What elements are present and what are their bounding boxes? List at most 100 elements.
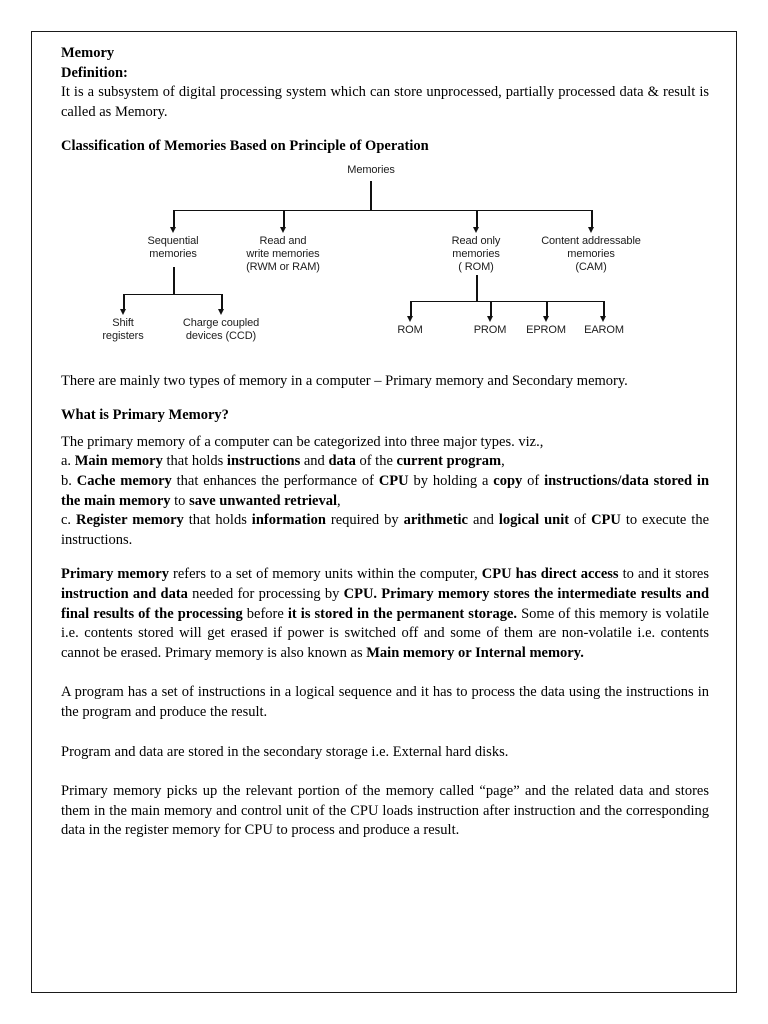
rom-bus [410, 300, 604, 303]
pm-run1: Primary memory [61, 566, 169, 583]
drop-eprom-leaf [546, 300, 548, 318]
leaf-earom: EAROM [584, 323, 624, 336]
list-a-run4: and [300, 453, 329, 470]
list-marker-c: c. [61, 512, 72, 529]
list-b-run5: copy [493, 472, 523, 489]
leaf-rom: ROM [397, 323, 423, 336]
pm-run6: needed for processing by [187, 585, 344, 602]
spacer [61, 426, 709, 433]
list-b-run6: of [522, 472, 545, 489]
list-b-run8: to [170, 492, 190, 509]
node-rwm-line2: write memories [246, 247, 320, 260]
drop-prom-leaf [490, 300, 492, 318]
spacer [61, 122, 709, 137]
spacer [61, 391, 709, 406]
list-c-run8: of [569, 512, 592, 529]
list-c-run6: and [468, 512, 499, 529]
node-sequential-line2: memories [149, 247, 197, 260]
rom-stem [476, 274, 478, 302]
arrow-sequential-icon [170, 226, 176, 233]
list-c-run9: CPU [591, 512, 621, 529]
primary-intro: The primary memory of a computer can be … [61, 433, 544, 450]
list-b-run10: , [337, 492, 341, 509]
pm-run7: CPU. Primary memory stores the intermedi… [61, 585, 710, 622]
sequential-stem [173, 266, 175, 295]
document-page: Memory Definition: It is a subsystem of … [31, 31, 737, 993]
list-a-run5: data [328, 453, 356, 470]
arrow-rom-icon [473, 226, 479, 233]
pm-run4: to and it stores [618, 566, 709, 583]
root-stem [370, 180, 372, 211]
sequential-bus [123, 293, 222, 296]
drop-cam [591, 209, 593, 229]
node-rwm-line1: Read and [259, 234, 307, 247]
list-b-run4: by holding a [408, 472, 494, 489]
drop-sequential [173, 209, 175, 229]
node-rom-line2: memories [452, 247, 500, 260]
list-b-run2: that enhances the performance of [171, 472, 379, 489]
memory-classification-diagram: Memories Sequential memories Read and wr… [61, 157, 709, 372]
drop-earom-leaf [603, 300, 605, 318]
drop-rom-leaf [410, 300, 412, 318]
spacer [61, 550, 709, 565]
drop-ccd [221, 293, 223, 311]
list-marker-b: b. [61, 472, 72, 489]
list-a-run7: current program [396, 453, 502, 470]
node-sequential-line1: Sequential [147, 234, 199, 247]
intro-two-types: There are mainly two types of memory in … [61, 372, 628, 389]
list-item-b: b. Cache memory that enhances the perfor… [61, 472, 709, 511]
node-rwm-line3: (RWM or RAM) [246, 260, 320, 273]
node-cam-line2: memories [567, 247, 615, 260]
spacer [61, 663, 709, 683]
para-secondary-storage: Program and data are stored in the secon… [61, 743, 509, 760]
node-ccd-line2: devices (CCD) [185, 329, 257, 342]
list-b-run3: CPU [378, 472, 409, 489]
definition-text: It is a subsystem of digital processing … [61, 84, 709, 120]
node-ccd-line1: Charge coupled [182, 316, 260, 329]
para-program: A program has a set of instructions in a… [61, 684, 709, 720]
pm-run11: Main memory or Internal memory. [366, 644, 584, 661]
arrow-prom-leaf-icon [487, 315, 493, 322]
node-shift-line2: registers [102, 329, 144, 342]
document-content: Memory Definition: It is a subsystem of … [61, 44, 709, 841]
pm-run5: instruction and data [61, 585, 188, 602]
list-b-run1: Cache memory [76, 472, 172, 489]
pm-run10: Some of this memory is volatile i.e. con… [61, 605, 709, 661]
arrow-rom-leaf-icon [407, 315, 413, 322]
pm-run8: before [242, 605, 288, 622]
arrow-shift-icon [120, 308, 126, 315]
drop-rwm [283, 209, 285, 229]
node-memories: Memories [347, 163, 395, 176]
list-item-a: a. Main memory that holds instructions a… [61, 452, 709, 472]
spacer [61, 762, 709, 782]
node-cam-line1: Content addressable [541, 234, 641, 247]
list-a-run1: Main memory [74, 453, 163, 470]
node-rom-line1: Read only [451, 234, 501, 247]
definition-heading: Definition: [61, 64, 128, 81]
para-page-loading: Primary memory picks up the relevant por… [61, 783, 709, 839]
list-a-run2: that holds [162, 453, 227, 470]
leaf-prom: PROM [473, 323, 507, 336]
node-rom-line3: ( ROM) [458, 260, 494, 273]
list-a-run6: of the [355, 453, 397, 470]
arrow-eprom-leaf-icon [543, 315, 549, 322]
primary-memory-paragraph: Primary memory refers to a set of memory… [61, 565, 709, 663]
list-marker-a: a. [61, 453, 72, 470]
arrow-rwm-icon [280, 226, 286, 233]
list-b-run9: save unwanted retrieval [189, 492, 338, 509]
page-title: Memory [61, 45, 115, 61]
drop-shift [123, 293, 125, 311]
pm-run3: CPU has direct access [481, 566, 619, 583]
pm-run9: it is stored in the permanent storage. [287, 605, 518, 622]
node-shift-line1: Shift [112, 316, 134, 329]
arrow-ccd-icon [218, 308, 224, 315]
classification-heading: Classification of Memories Based on Prin… [61, 138, 429, 155]
list-c-run4: required by [325, 512, 404, 529]
arrow-cam-icon [588, 226, 594, 233]
list-c-run7: logical unit [498, 512, 570, 529]
list-b-run7: instructions/data stored in the main mem… [61, 472, 710, 509]
list-c-run2: that holds [183, 512, 252, 529]
list-c-run5: arithmetic [403, 512, 468, 529]
list-a-run8: , [501, 453, 505, 470]
list-c-run10: to execute the instructions. [61, 512, 709, 548]
